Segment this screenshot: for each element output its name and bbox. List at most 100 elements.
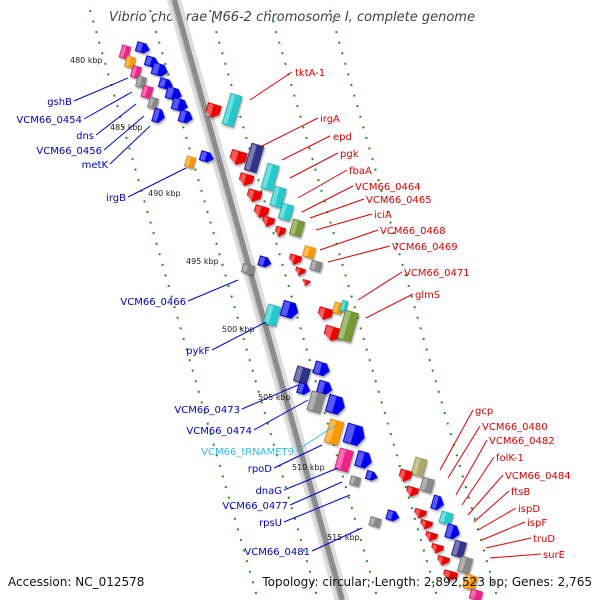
kbp-label: 500 kbp: [222, 325, 255, 334]
gene-feature: [240, 262, 256, 276]
leader-line: [461, 456, 495, 506]
gene-label-right: glmS: [415, 290, 440, 301]
leader-line: [473, 490, 510, 523]
leader-line: [315, 213, 373, 231]
gene-label-left: VCM66_0474: [186, 426, 252, 437]
leader-line: [281, 135, 331, 161]
gene-feature: [261, 215, 276, 228]
gene-feature: [279, 299, 299, 319]
gene-label-left: pykF: [186, 346, 210, 357]
gene-feature: [315, 379, 333, 396]
gene-feature: [306, 390, 326, 414]
gene-label-right: irgA: [320, 114, 340, 125]
leader-line: [311, 527, 363, 552]
leader-line: [447, 425, 481, 479]
gene-feature: [308, 259, 324, 273]
gene-label-right: truD: [533, 534, 555, 545]
gene-label-right: gcp: [475, 406, 493, 417]
gene-label-right: ispF: [527, 518, 547, 529]
gene-feature: [438, 510, 454, 526]
gene-label-right: VCM66_0464: [355, 182, 421, 193]
gene-label-left: VCM66_tRNAMET9: [201, 447, 294, 458]
leader-line: [109, 125, 151, 165]
gene-feature: [198, 149, 215, 163]
gene-feature: [260, 162, 280, 192]
leader-line: [489, 553, 542, 559]
leader-line: [127, 167, 187, 198]
gene-feature: [443, 522, 461, 540]
gene-feature: [429, 494, 445, 511]
kbp-label: 515 kbp: [327, 533, 360, 542]
gene-feature: [295, 381, 311, 396]
gene-feature: [302, 278, 312, 287]
backbone: [166, 0, 350, 600]
leader-line: [297, 169, 348, 199]
gene-label-left: VCM66_0477: [222, 501, 288, 512]
leader-line: [73, 77, 129, 102]
gene-label-right: VCM66_0468: [380, 226, 446, 237]
leader-line: [187, 279, 239, 302]
gene-label-right: surE: [543, 550, 565, 561]
gene-feature: [238, 171, 255, 187]
gene-feature: [437, 554, 451, 566]
topology-text: Topology: circular; Length: 2,892,523 bp…: [262, 575, 592, 589]
leader-line: [467, 474, 504, 516]
gene-feature: [450, 539, 468, 559]
gene-feature: [229, 148, 249, 166]
leader-line: [485, 537, 532, 549]
gene-feature: [324, 393, 345, 416]
gene-label-left: rpoD: [248, 464, 273, 475]
leader-line: [211, 321, 267, 351]
gene-feature: [323, 418, 345, 446]
accession-text: Accession: NC_012578: [8, 575, 145, 589]
gene-feature: [317, 305, 334, 321]
gene-label-right: VCM66_0471: [404, 268, 470, 279]
gene-label-left: VCM66_0454: [16, 115, 82, 126]
gene-feature: [253, 203, 270, 219]
right-gene-labels: tktA-1irgAepdpgkfbaAVCM66_0464VCM66_0465…: [249, 68, 571, 561]
gene-label-left: irgB: [106, 193, 126, 204]
gene-feature: [398, 468, 413, 483]
gene-label-right: epd: [333, 132, 352, 143]
gene-label-left: gshB: [47, 97, 72, 108]
gene-feature: [246, 187, 263, 203]
leader-line: [273, 444, 323, 469]
gene-feature: [312, 360, 331, 377]
gene-label-left: dnaG: [255, 486, 282, 497]
gene-label-right: VCM66_0480: [482, 422, 548, 433]
gene-feature: [170, 96, 189, 112]
leader-line: [481, 521, 526, 541]
leader-line: [283, 467, 339, 491]
gene-label-right: fbaA: [349, 166, 372, 177]
gene-label-right: tktA-1: [295, 68, 325, 79]
gene-feature: [468, 588, 484, 600]
gene-feature: [442, 568, 459, 582]
gene-track: [118, 40, 484, 600]
gene-feature: [410, 456, 428, 478]
gene-feature: [295, 266, 307, 277]
gene-feature: [336, 309, 360, 343]
gene-label-right: folK-1: [496, 453, 524, 464]
gene-feature: [150, 107, 166, 124]
leader-line: [253, 399, 309, 431]
gene-label-left: VCM66_0466: [120, 297, 186, 308]
gene-feature: [418, 476, 436, 494]
gene-feature: [243, 142, 265, 174]
leader-line: [477, 507, 517, 531]
gene-label-left: VCM66_0456: [36, 146, 102, 157]
gene-label-right: VCM66_0465: [366, 195, 432, 206]
leader-line: [319, 229, 379, 251]
gene-label-left: rpsU: [259, 518, 282, 529]
gene-feature: [205, 101, 223, 119]
leader-line: [261, 117, 319, 147]
gene-label-right: VCM66_0469: [392, 242, 458, 253]
map-title: Vibrio cholerae M66-2 chromosome I, comp…: [109, 10, 475, 25]
gene-feature: [353, 449, 373, 469]
gene-feature: [414, 507, 428, 519]
gene-label-left: dns: [76, 131, 94, 142]
gene-feature: [431, 542, 445, 554]
leader-line: [83, 91, 133, 120]
gene-label-right: ftsB: [511, 487, 530, 498]
